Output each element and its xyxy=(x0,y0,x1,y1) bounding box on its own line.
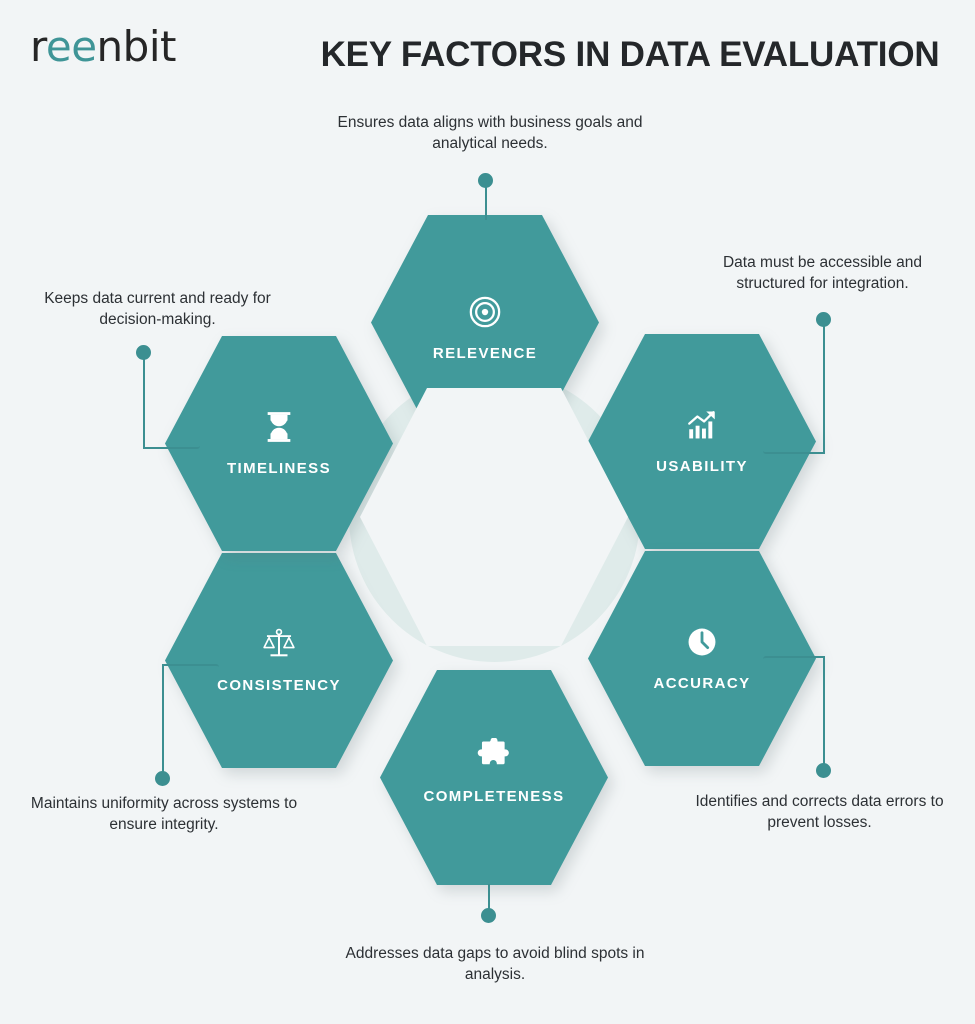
hexagon-label-relevence: RELEVENCE xyxy=(432,345,538,362)
hexagon-label-completeness: COMPLETENESS xyxy=(423,788,565,805)
puzzle-piece-icon xyxy=(477,738,509,765)
hexagon-content: USABILITY xyxy=(588,334,816,549)
hexagon-content: TIMELINESS xyxy=(165,336,393,551)
hexagon-content: RELEVENCE xyxy=(371,221,599,436)
connector-line-completeness xyxy=(487,884,490,915)
connector-elbow-accuracy xyxy=(763,656,825,772)
connector-dot-consistency xyxy=(155,771,170,786)
hexagon-content: COMPLETENESS xyxy=(380,664,608,879)
hourglass-icon xyxy=(267,412,291,442)
caption-timeliness: Keeps data current and ready for decisio… xyxy=(44,290,271,328)
connector-dot-accuracy xyxy=(816,763,831,778)
hexagon-usability[interactable]: USABILITY xyxy=(588,334,816,549)
clock-icon xyxy=(688,628,716,656)
caption-usability: Data must be accessible and structured f… xyxy=(722,254,923,292)
caption-completeness: Addresses data gaps to avoid blind spots… xyxy=(345,945,645,983)
logo-text-part3: nbit xyxy=(96,22,177,71)
caption-accuracy: Identifies and corrects data errors to p… xyxy=(695,793,944,831)
hexagon-accuracy[interactable]: ACCURACY xyxy=(588,551,816,766)
connector-line-relevence xyxy=(484,180,487,220)
hexagon-label-timeliness: TIMELINESS xyxy=(226,460,331,477)
connector-elbow-usability xyxy=(763,319,825,454)
hexagon-label-accuracy: ACCURACY xyxy=(653,675,751,692)
reenbit-logo: reenbit xyxy=(30,26,176,68)
hexagon-content: ACCURACY xyxy=(588,551,816,766)
hexagon-consistency[interactable]: CONSISTENCY xyxy=(165,553,393,768)
hexagon-timeliness[interactable]: TIMELINESS xyxy=(165,336,393,551)
hexagon-completeness[interactable]: COMPLETENESS xyxy=(380,670,608,885)
connector-elbow-timeliness xyxy=(143,352,200,449)
caption-consistency: Maintains uniformity across systems to e… xyxy=(30,795,298,833)
caption-relevence: Ensures data aligns with business goals … xyxy=(337,114,643,152)
hexagon-content: CONSISTENCY xyxy=(165,553,393,768)
connector-dot-completeness xyxy=(481,908,496,923)
logo-text-part1: r xyxy=(30,22,46,71)
bar-chart-trend-icon xyxy=(688,411,715,439)
hexagon-label-usability: USABILITY xyxy=(656,458,748,475)
logo-text-part2: ee xyxy=(45,22,97,71)
page-title: KEY FACTORS IN DATA EVALUATION xyxy=(320,35,940,74)
connector-elbow-consistency xyxy=(162,664,219,781)
target-icon xyxy=(469,296,501,328)
balance-scales-icon xyxy=(263,628,295,657)
hexagon-label-consistency: CONSISTENCY xyxy=(217,677,341,694)
